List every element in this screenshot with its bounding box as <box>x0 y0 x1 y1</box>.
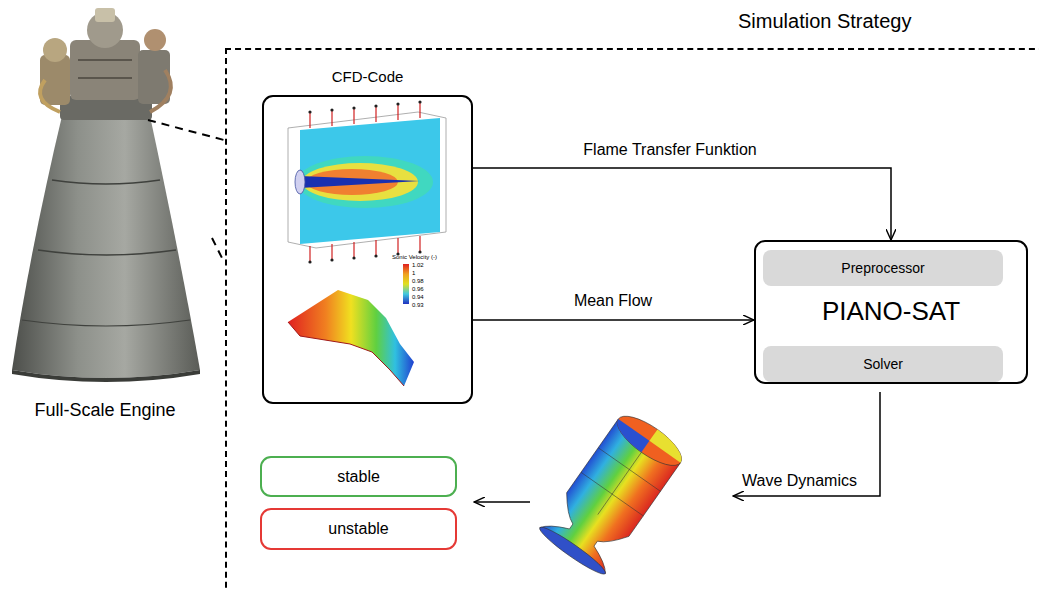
cfd-box: CFD-Code <box>262 95 473 404</box>
result-box: stable <box>260 456 457 497</box>
stage-box: Preprocessor <box>763 250 1003 286</box>
cfd-nozzle-image <box>288 264 414 386</box>
zoom-line <box>148 120 224 140</box>
engine-caption: Full-Scale Engine <box>34 401 175 421</box>
flow-arrow <box>473 319 754 321</box>
wave-mode-figure <box>536 406 690 578</box>
zoom-line <box>212 238 224 262</box>
colorbar-value: 1 <box>412 270 415 277</box>
edge-label: Mean Flow <box>571 292 655 310</box>
engine-illustration <box>12 8 200 382</box>
flow-label: Wave Dynamics <box>742 472 857 490</box>
result-label: unstable <box>328 520 389 538</box>
solver-box: PIANO-SAT PreprocessorSolver <box>754 240 1028 384</box>
stage-label: Solver <box>863 356 903 372</box>
colorbar-value: 0.94 <box>412 294 424 301</box>
stage-box: Solver <box>763 346 1003 382</box>
result-box: unstable <box>260 508 457 550</box>
edge-label: Flame Transfer Funktion <box>580 141 759 159</box>
result-arrow <box>474 501 530 503</box>
box-heading: CFD-Code <box>264 68 471 85</box>
colorbar-value: 1.02 <box>412 262 424 269</box>
colorbar-value: 0.96 <box>412 286 424 293</box>
result-label: stable <box>337 468 380 486</box>
wave-arrow <box>733 392 880 496</box>
colorbar-title: Sonic Velocity (-) <box>392 254 437 261</box>
colorbar-value: 0.93 <box>412 302 424 309</box>
simulation-region: Simulation StrategyCFD-CodePIANO-SATPrep… <box>225 48 1039 592</box>
box-title: PIANO-SAT <box>756 296 1026 327</box>
region-title: Simulation Strategy <box>738 10 911 33</box>
flow-arrow <box>473 168 891 240</box>
stage-label: Preprocessor <box>841 260 924 276</box>
colorbar-value: 0.98 <box>412 278 424 285</box>
cfd-slice-image <box>288 100 446 263</box>
